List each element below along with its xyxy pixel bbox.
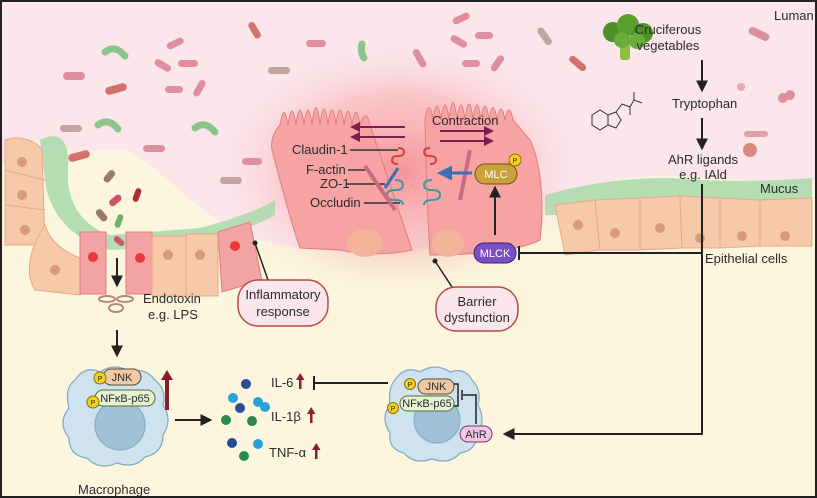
ahr-ligands-label-line2: e.g. IAld (679, 167, 727, 182)
endotoxin-line2: e.g. LPS (148, 307, 198, 322)
epithelial-cells-label: Epithelial cells (705, 251, 788, 266)
lumen-label: Luman (774, 8, 814, 23)
nfkb-phospho-icon (86, 395, 100, 409)
nfkb-phospho-icon-treated (387, 402, 399, 414)
bacteria-cluster (60, 12, 795, 246)
mlck-label: MLCK (480, 248, 511, 260)
cytokine-il1b: IL-1β (271, 409, 301, 424)
cytokine-il6: IL-6 (271, 375, 293, 390)
f-actin-label: F-actin (306, 162, 346, 177)
barrier-dysfunction-callout (435, 286, 519, 332)
inflammatory-line2: response (256, 304, 309, 319)
jnk-phospho-label: P (98, 376, 103, 383)
cytokine-tnfa: TNF-α (269, 445, 307, 460)
inflammatory-line1: Inflammatory (245, 287, 321, 302)
tight-junction-cell-left (271, 107, 413, 257)
mlc-label: MLC (484, 169, 507, 181)
cruciferous-label-line1: Cruciferous (635, 22, 702, 37)
contraction-arrows (350, 122, 494, 146)
tryptophan-structure-icon (591, 92, 643, 131)
epithelium-right (554, 195, 813, 256)
inflammatory-response-callout (237, 279, 329, 327)
jnk-phospho-label-treated: P (408, 382, 413, 389)
occludin-label: Occludin (310, 195, 361, 210)
zo1-label: ZO-1 (320, 176, 350, 191)
nfkb-label-macrophage: NFκB-p65 (100, 393, 150, 405)
nfkb-phospho-label: P (91, 400, 96, 407)
mlc-pill (474, 163, 518, 185)
junction-proteins (363, 147, 472, 212)
jnk-phospho-icon (93, 371, 107, 385)
macrophage-label: Macrophage (78, 482, 150, 497)
jnk-label-treated: JNK (426, 381, 447, 393)
cruciferous-label-line2: vegetables (637, 38, 700, 53)
mlc-phospho-icon (508, 153, 522, 167)
jnk-phospho-icon-treated (404, 378, 416, 390)
ahr-ligands-label-line1: AhR ligands (668, 152, 739, 167)
jnk-label-macrophage: JNK (112, 372, 133, 384)
nfkb-label-treated: NFκB-p65 (402, 398, 452, 410)
lps-icon (98, 295, 134, 313)
nfkb-pill-treated (399, 395, 455, 412)
cytokine-up-arrows (296, 373, 321, 459)
nfkb-phospho-label-treated: P (391, 406, 396, 413)
ahr-pill (459, 425, 493, 443)
mlc-phospho-label: P (513, 158, 518, 165)
endotoxin-line1: Endotoxin (143, 291, 201, 306)
arrow-ligands-to-ahr (502, 184, 703, 440)
barrier-line1: Barrier (457, 294, 497, 309)
contraction-label: Contraction (432, 113, 498, 128)
broccoli-icon (603, 14, 653, 60)
mucus-label: Mucus (760, 181, 799, 196)
barrier-line2: dysfunction (444, 310, 510, 325)
epithelium-left (4, 137, 263, 297)
jnk-pill-treated (417, 378, 455, 395)
claudin-label: Claudin-1 (292, 142, 348, 157)
tryptophan-label: Tryptophan (672, 96, 737, 111)
cytokine-particles (221, 379, 270, 461)
ahr-inhibit-line (463, 394, 477, 424)
mlck-pill (473, 242, 517, 264)
ahr-label: AhR (465, 429, 486, 441)
